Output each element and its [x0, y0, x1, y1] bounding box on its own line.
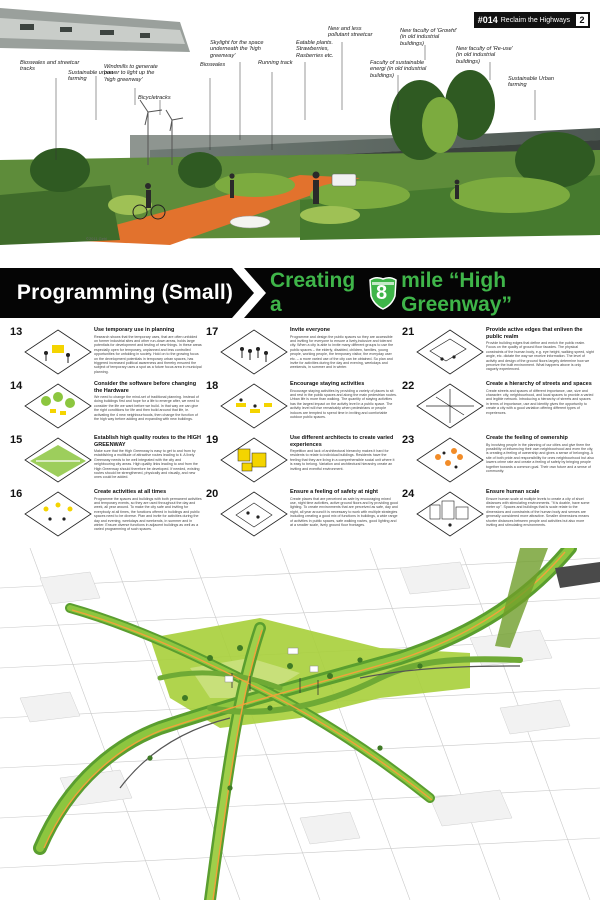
- chevron-divider-icon: [232, 268, 266, 318]
- callout-windmills: Windmills to generate power to light up …: [104, 64, 166, 83]
- software-hardware-illustration-icon: [24, 383, 92, 429]
- item-title: Create activities at all times: [94, 489, 167, 495]
- item-title: Establish high quality routes to the HIG…: [94, 435, 201, 448]
- item-title: Create the feeling of ownership: [486, 435, 568, 441]
- quality-routes-illustration-icon: [24, 437, 92, 483]
- page-tag: #014 Reclaim the Highways 2: [473, 12, 590, 28]
- item-title: Ensure human scale: [486, 489, 540, 495]
- item-body: We need to change the mind-set of tradit…: [94, 395, 200, 422]
- item-body: Make sure that the High Greenway is easy…: [94, 449, 200, 480]
- highway-shield-number: 8: [376, 281, 388, 304]
- item-title: Use different architects to create varie…: [290, 435, 394, 448]
- page-number: 2: [576, 14, 588, 26]
- item-title: Invite everyone: [290, 327, 331, 333]
- item-number: 14: [10, 380, 23, 392]
- programming-grid: 13 Use temporary use in planning Researc…: [10, 326, 594, 540]
- greenway-title-suffix: mile “High Greenway”: [401, 269, 512, 316]
- program-item-14: 14 Consider the software before changing…: [10, 380, 202, 434]
- callout-running-track: Running track: [258, 60, 298, 66]
- staying-activities-illustration-icon: [220, 383, 288, 429]
- callout-streetcar: New and less pollutant streetcar: [328, 26, 376, 39]
- callout-bioswales: Bioswales: [200, 62, 236, 68]
- program-item-21: 21 Provide active edges that enliven the…: [402, 326, 594, 380]
- hierarchy-streets-illustration-icon: [416, 383, 484, 429]
- callout-bioswales-tracks: Bioswales and streetcar tracks: [20, 60, 80, 73]
- item-body: Provide building edges that define and e…: [486, 341, 594, 372]
- panorama-collage: [0, 0, 600, 260]
- interchange-masterplan: [0, 548, 600, 900]
- item-number: 23: [402, 434, 415, 446]
- item-body: Programme and design the public spaces s…: [290, 334, 394, 370]
- all-times-illustration-icon: [24, 491, 92, 537]
- program-item-20: 20 Ensure a feeling of safety at night C…: [206, 488, 398, 542]
- item-title: Use temporary use in planning: [94, 327, 175, 333]
- item-title: Consider the software before changing th…: [94, 381, 197, 394]
- callout-bicycletracks: Bicycletracks: [138, 95, 178, 101]
- item-title: Ensure a feeling of safety at night: [290, 489, 379, 495]
- callout-urban-farming: Sustainable urban farming: [68, 70, 124, 83]
- active-edges-illustration-icon: [416, 329, 484, 375]
- item-body: Programme the spaces and buildings with …: [94, 496, 202, 532]
- item-body: Create places that are perceived as safe…: [290, 496, 398, 527]
- program-item-13: 13 Use temporary use in planning Researc…: [10, 326, 202, 380]
- program-item-23: 23 Create the feeling of ownership By in…: [402, 434, 594, 488]
- item-title: Provide active edges that enliven the pu…: [486, 327, 583, 340]
- item-title: Create a hierarchy of streets and spaces: [486, 381, 592, 387]
- safety-at-night-illustration-icon: [220, 491, 288, 537]
- series-title: Reclaim the Highways: [500, 16, 570, 24]
- item-body: Repetition and lack of architectural hie…: [290, 449, 395, 471]
- item-number: 22: [402, 380, 415, 392]
- item-body: Encourage staying activities by providin…: [290, 388, 397, 419]
- program-item-24: 24 Ensure human scale Ensure human scale…: [402, 488, 594, 542]
- program-item-17: 17 Invite everyone Programme and design …: [206, 326, 398, 380]
- architects-illustration-icon: [220, 437, 288, 483]
- program-item-18: 18 Encourage staying activities Encourag…: [206, 380, 398, 434]
- program-item-16: 16 Create activities at all times Progra…: [10, 488, 202, 542]
- item-body: Research shows that the temporary uses, …: [94, 334, 202, 374]
- greenway-title: Creating a 8 mile “High Greenway”: [270, 268, 600, 318]
- item-number: 21: [402, 326, 415, 338]
- item-number: 19: [206, 434, 219, 446]
- callout-faculty-growth: New faculty of 'Growht' (in old industri…: [400, 28, 460, 47]
- callout-skylight: Skylight for the space underneath the 'h…: [210, 40, 274, 59]
- item-number: 13: [10, 326, 23, 338]
- item-number: 16: [10, 488, 23, 500]
- programming-title: Programming (Small): [0, 268, 250, 318]
- image-credit: ©2011 Gehl: [86, 236, 108, 241]
- program-item-15: 15 Establish high quality routes to the …: [10, 434, 202, 488]
- program-item-19: 19 Use different architects to create va…: [206, 434, 398, 488]
- item-body: Create streets and spaces of different i…: [486, 388, 594, 415]
- temporary-use-illustration-icon: [24, 329, 92, 375]
- item-number: 17: [206, 326, 219, 338]
- item-title: Encourage staying activities: [290, 381, 365, 387]
- item-number: 15: [10, 434, 23, 446]
- callout-faculty-energy: Faculty of sustainable energi (in old in…: [370, 60, 430, 79]
- program-item-22: 22 Create a hierarchy of streets and spa…: [402, 380, 594, 434]
- item-number: 18: [206, 380, 219, 392]
- callout-urban-farming-2: Sustainable Urban farming: [508, 76, 562, 89]
- item-body: By involving people in the planning of o…: [486, 442, 594, 473]
- programming-title-text: Programming (Small): [16, 281, 234, 304]
- item-number: 20: [206, 488, 219, 500]
- callout-faculty-reuse: New faculty of 'Re-use' (in old industri…: [456, 46, 518, 65]
- human-scale-illustration-icon: [416, 491, 484, 537]
- invite-everyone-illustration-icon: [220, 329, 288, 375]
- title-band: Programming (Small) Creating a 8 mile “H…: [0, 268, 600, 318]
- project-code: #014: [477, 15, 498, 25]
- callout-eatable-plants: Eatable plants. Strawberries, Rasberries…: [296, 40, 342, 59]
- greenway-title-prefix: Creating a: [270, 269, 356, 316]
- item-body: Ensure human scale at multiple levels to…: [486, 496, 590, 527]
- ownership-illustration-icon: [416, 437, 484, 483]
- item-number: 24: [402, 488, 415, 500]
- highway-shield-icon: 8: [368, 276, 397, 310]
